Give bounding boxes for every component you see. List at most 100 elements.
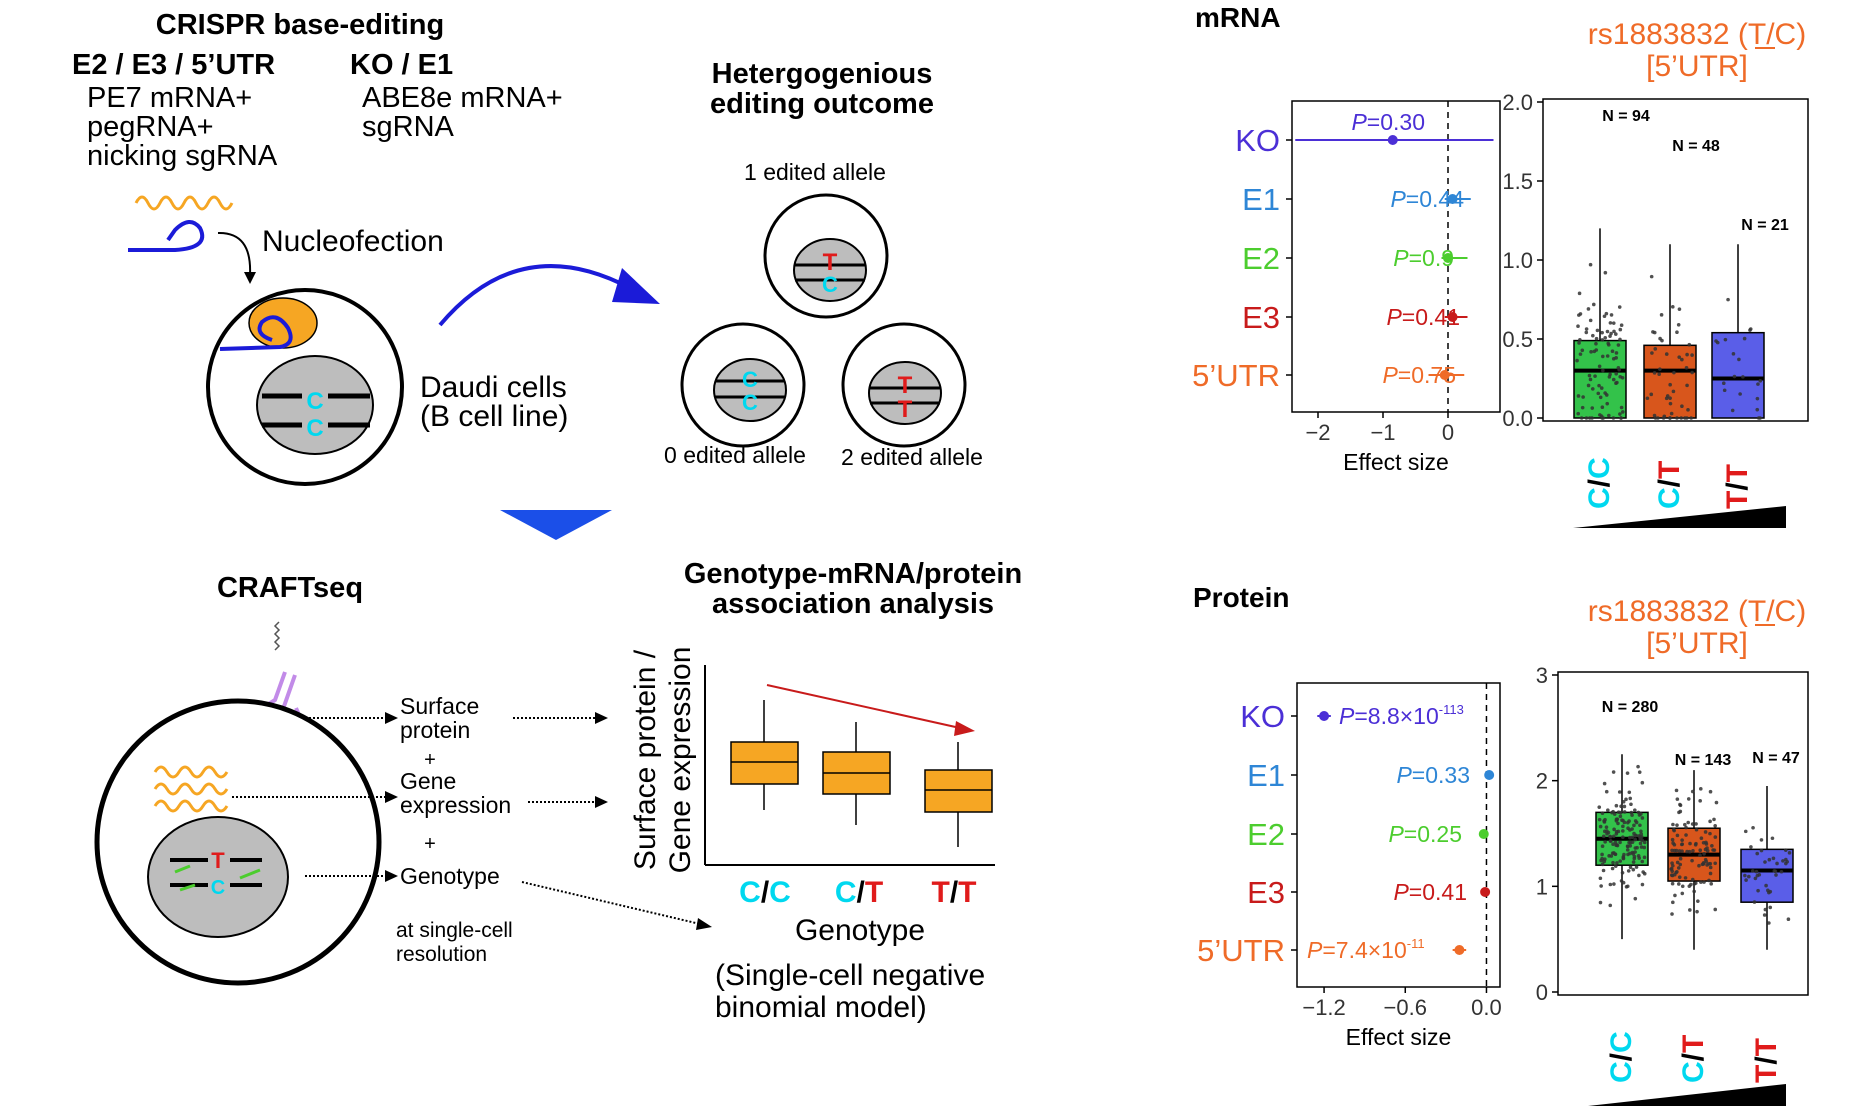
- data-point: [1638, 835, 1642, 839]
- data-point: [1756, 888, 1760, 893]
- data-point: [1601, 868, 1606, 873]
- data-point: [1689, 416, 1693, 420]
- data-point: [1741, 375, 1745, 379]
- y-tick-label: 0.0: [1502, 406, 1533, 431]
- data-point: [1619, 416, 1623, 420]
- boxplot-title-line-1: rs1883832 (T/C): [1588, 18, 1806, 51]
- data-point: [1601, 368, 1605, 373]
- data-point: [1621, 856, 1626, 861]
- data-point: [1721, 381, 1726, 385]
- data-point: [1577, 341, 1581, 345]
- boxplot-title-line-2: [5’UTR]: [1646, 627, 1748, 660]
- assoc-genotype-tt: T/T: [932, 876, 977, 909]
- data-point: [1616, 365, 1621, 370]
- data-point: [1750, 869, 1755, 873]
- craft-label-genotype: Genotype: [400, 863, 500, 889]
- data-point: [1690, 789, 1695, 794]
- data-point: [1640, 859, 1645, 864]
- data-point: [1602, 781, 1607, 786]
- data-point: [1701, 861, 1706, 865]
- assoc-allele-a: C: [835, 876, 857, 909]
- x-tick-label: −0.6: [1384, 995, 1427, 1020]
- category-label: T/T: [1721, 464, 1754, 509]
- data-point: [1642, 855, 1647, 860]
- data-point: [1613, 852, 1618, 857]
- row-label: 5’UTR: [1192, 358, 1280, 393]
- data-point: [1683, 822, 1687, 827]
- p-value-label: P=0.25: [1388, 821, 1462, 847]
- data-point: [1577, 313, 1581, 317]
- data-point: [1763, 860, 1767, 864]
- forest-frame: [1296, 682, 1501, 988]
- data-point: [1737, 357, 1741, 362]
- craftseq-letter-c: C: [211, 877, 225, 899]
- data-point: [1619, 879, 1624, 883]
- data-point: [1638, 823, 1642, 828]
- data-point: [1580, 348, 1585, 353]
- data-point: [1608, 834, 1613, 839]
- category-label: T/T: [1750, 1038, 1783, 1083]
- data-point: [1598, 876, 1603, 881]
- data-point: [1668, 382, 1672, 387]
- data-point: [1670, 848, 1674, 853]
- data-point: [1683, 876, 1688, 880]
- data-point: [1630, 835, 1635, 840]
- green-probes-icon: [174, 864, 261, 892]
- data-point: [1713, 907, 1718, 912]
- data-point: [1588, 262, 1593, 267]
- data-point: [1634, 820, 1639, 825]
- estimate-point: [1447, 312, 1458, 322]
- data-point: [1675, 823, 1679, 827]
- data-point: [1617, 305, 1622, 309]
- data-point: [1671, 863, 1675, 868]
- data-point: [1651, 330, 1655, 334]
- data-point: [1702, 880, 1706, 884]
- data-point: [1640, 816, 1645, 820]
- two-edited-letter-2: T: [898, 396, 913, 423]
- data-point: [1594, 336, 1599, 341]
- nucleus-one-edited: [793, 238, 867, 302]
- data-point: [1639, 812, 1643, 816]
- row-label: E3: [1242, 300, 1280, 335]
- forest-xlabel: Effect size: [1346, 1024, 1452, 1050]
- data-point: [1600, 844, 1605, 849]
- data-point: [1576, 324, 1580, 329]
- y-tick-label: 2.0: [1502, 90, 1533, 115]
- data-point: [1621, 799, 1626, 804]
- outcome-title-1: Hetergogenious: [712, 58, 933, 90]
- nucleofection-label: Nucleofection: [262, 225, 444, 258]
- p-value-label: P=0.41: [1386, 304, 1460, 330]
- data-point: [1652, 371, 1657, 375]
- outcome-label-two: 2 edited allele: [841, 444, 983, 470]
- data-point: [1752, 900, 1757, 904]
- data-point: [1738, 392, 1742, 396]
- data-point: [1618, 814, 1623, 819]
- data-point: [1614, 843, 1618, 848]
- outcome-title-2: editing outcome: [710, 88, 934, 120]
- data-point: [1694, 841, 1698, 846]
- data-point: [1633, 850, 1637, 854]
- data-point: [1690, 370, 1694, 375]
- data-point: [1619, 810, 1623, 815]
- data-point: [1743, 873, 1747, 878]
- data-point: [1621, 835, 1625, 839]
- data-point: [1701, 840, 1706, 845]
- data-point: [1622, 810, 1627, 814]
- data-point: [1783, 848, 1788, 852]
- data-point: [1620, 375, 1625, 380]
- data-point: [1708, 789, 1713, 794]
- data-point: [1677, 307, 1682, 311]
- data-point: [1694, 827, 1699, 832]
- outcome-label-one: 1 edited allele: [744, 159, 886, 185]
- data-point: [1629, 802, 1633, 807]
- data-point: [1614, 371, 1618, 376]
- estimate-point: [1387, 135, 1398, 145]
- data-point: [1620, 818, 1624, 822]
- row-label: E2: [1242, 241, 1280, 276]
- row-label: E1: [1247, 758, 1285, 793]
- craft-label-protein: protein: [400, 717, 470, 743]
- data-point: [1633, 837, 1638, 842]
- data-point: [1707, 878, 1711, 883]
- y-tick-label: 2: [1536, 769, 1548, 794]
